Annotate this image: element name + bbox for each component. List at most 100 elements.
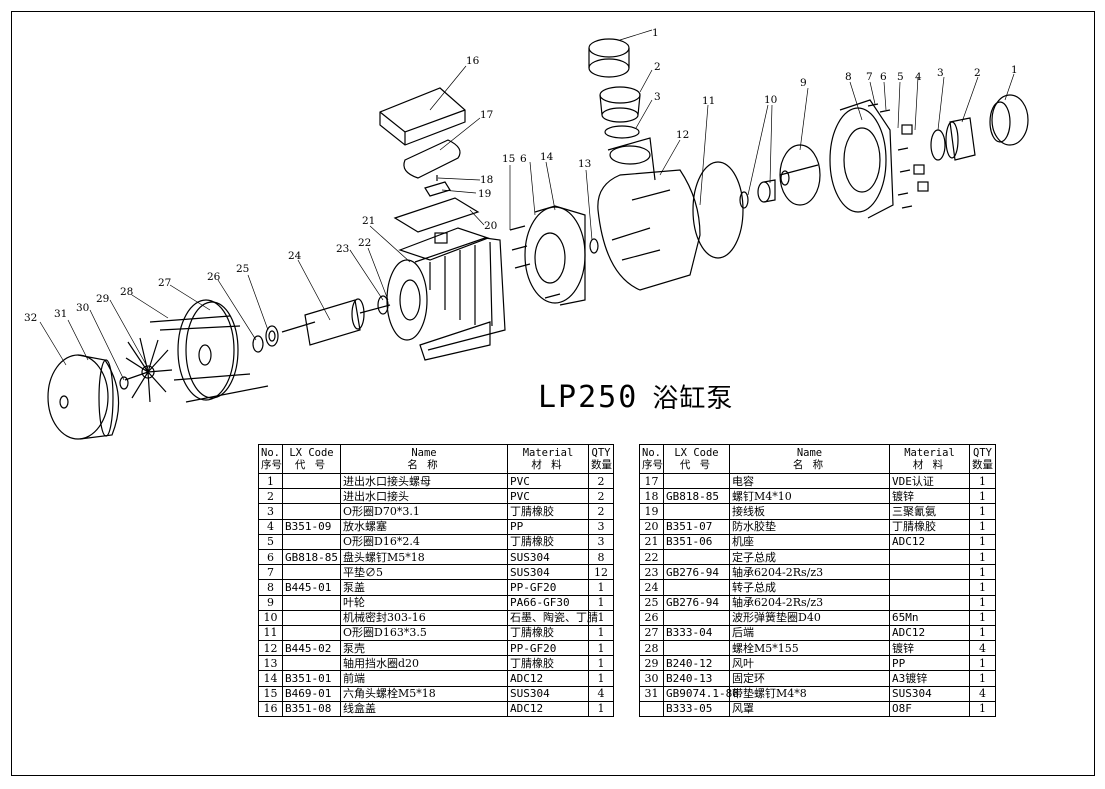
part-name: 进出水口接头 xyxy=(340,488,508,505)
leader-lines xyxy=(39,29,1015,381)
part-material xyxy=(889,579,970,596)
callout-24: 24 xyxy=(288,250,302,262)
lx-code: B351-08 xyxy=(282,700,341,718)
part-qty: 1 xyxy=(969,518,996,535)
pump-body-part xyxy=(597,137,701,291)
callout-1-top: 1 xyxy=(652,27,659,39)
callout-22: 22 xyxy=(358,237,371,249)
callout-4: 4 xyxy=(915,71,922,83)
callout-23: 23 xyxy=(336,243,349,255)
callout-19: 19 xyxy=(478,188,491,200)
part-number: 4 xyxy=(258,518,283,535)
rotor-part xyxy=(281,298,391,346)
part-name: 线盒盖 xyxy=(340,700,508,718)
part-name: 接线板 xyxy=(729,503,890,520)
part-material: PVC xyxy=(507,488,589,505)
callout-2-right: 2 xyxy=(974,67,981,79)
part-number: 8 xyxy=(258,579,283,596)
lx-code xyxy=(282,503,341,520)
callout-16: 16 xyxy=(466,55,480,67)
part-qty: 1 xyxy=(969,488,996,505)
part-name: 平垫∅5 xyxy=(340,564,508,581)
callout-11: 11 xyxy=(702,95,715,107)
part-number: 3 xyxy=(258,503,283,520)
part-material: O8F xyxy=(889,700,970,718)
part-name: 泵盖 xyxy=(340,579,508,596)
part-number: 29 xyxy=(639,655,664,672)
part-material: PVC xyxy=(507,472,589,490)
part-name: 机座 xyxy=(729,533,890,550)
part-qty: 2 xyxy=(588,472,614,490)
lx-code xyxy=(663,548,730,566)
part-material: PP xyxy=(507,518,589,535)
part-name: 波形弹簧垫圈D40 xyxy=(729,609,890,626)
lx-code: B351-01 xyxy=(282,670,341,687)
part-material: 丁腈橡胶 xyxy=(507,624,589,642)
lx-code: GB276-94 xyxy=(663,564,730,581)
part-material: 丁腈橡胶 xyxy=(507,655,589,672)
part-qty: 1 xyxy=(969,579,996,596)
part-material: ADC12 xyxy=(507,670,589,687)
part-number: 2 xyxy=(258,488,283,505)
callout-14: 14 xyxy=(540,151,554,163)
lx-code xyxy=(663,472,730,490)
part-qty: 1 xyxy=(588,670,614,687)
part-number: 6 xyxy=(258,548,283,566)
part-material xyxy=(889,564,970,581)
lx-code: GB818-85 xyxy=(663,488,730,505)
lx-code: GB276-94 xyxy=(663,594,730,611)
lx-code: B351-07 xyxy=(663,518,730,535)
part-name: 风叶 xyxy=(729,655,890,672)
model-name: LP250 xyxy=(538,380,639,415)
part-number: 12 xyxy=(258,640,283,657)
callout-10: 10 xyxy=(764,94,777,106)
part-number: 5 xyxy=(258,533,283,550)
oring-gasket-part xyxy=(692,161,744,259)
part-number: 18 xyxy=(639,488,664,505)
part-material: 三聚氰氨 xyxy=(889,503,970,520)
part-name: O形圈D70*3.1 xyxy=(340,503,508,520)
part-qty: 4 xyxy=(588,685,614,702)
lx-code xyxy=(282,564,341,581)
part-qty: 2 xyxy=(588,503,614,520)
part-name: 螺栓M5*155 xyxy=(729,640,890,657)
part-name: 防水胶垫 xyxy=(729,518,890,535)
callout-28: 28 xyxy=(120,286,133,298)
part-qty: 1 xyxy=(969,700,996,718)
callout-15: 15 xyxy=(502,153,515,165)
union-right-parts xyxy=(930,94,1029,161)
callout-21: 21 xyxy=(362,215,375,227)
part-qty: 1 xyxy=(969,564,996,581)
callout-26: 26 xyxy=(207,271,221,283)
part-name: 放水螺塞 xyxy=(340,518,508,535)
part-number: 14 xyxy=(258,670,283,687)
part-name: 定子总成 xyxy=(729,548,890,566)
part-qty: 8 xyxy=(588,548,614,566)
part-name: 轴承6204-2Rs/z3 xyxy=(729,564,890,581)
part-material: SUS304 xyxy=(507,564,589,581)
part-material: VDE认证 xyxy=(889,472,970,490)
lx-code: B351-09 xyxy=(282,518,341,535)
lx-code: B333-05 xyxy=(663,700,730,718)
part-number: 27 xyxy=(639,624,664,642)
impeller-part xyxy=(779,144,821,206)
callout-1-right: 1 xyxy=(1011,64,1018,76)
part-material: PA66-GF30 xyxy=(507,594,589,611)
lx-code xyxy=(282,609,341,626)
lx-code xyxy=(663,640,730,657)
lx-code: B445-02 xyxy=(282,640,341,657)
